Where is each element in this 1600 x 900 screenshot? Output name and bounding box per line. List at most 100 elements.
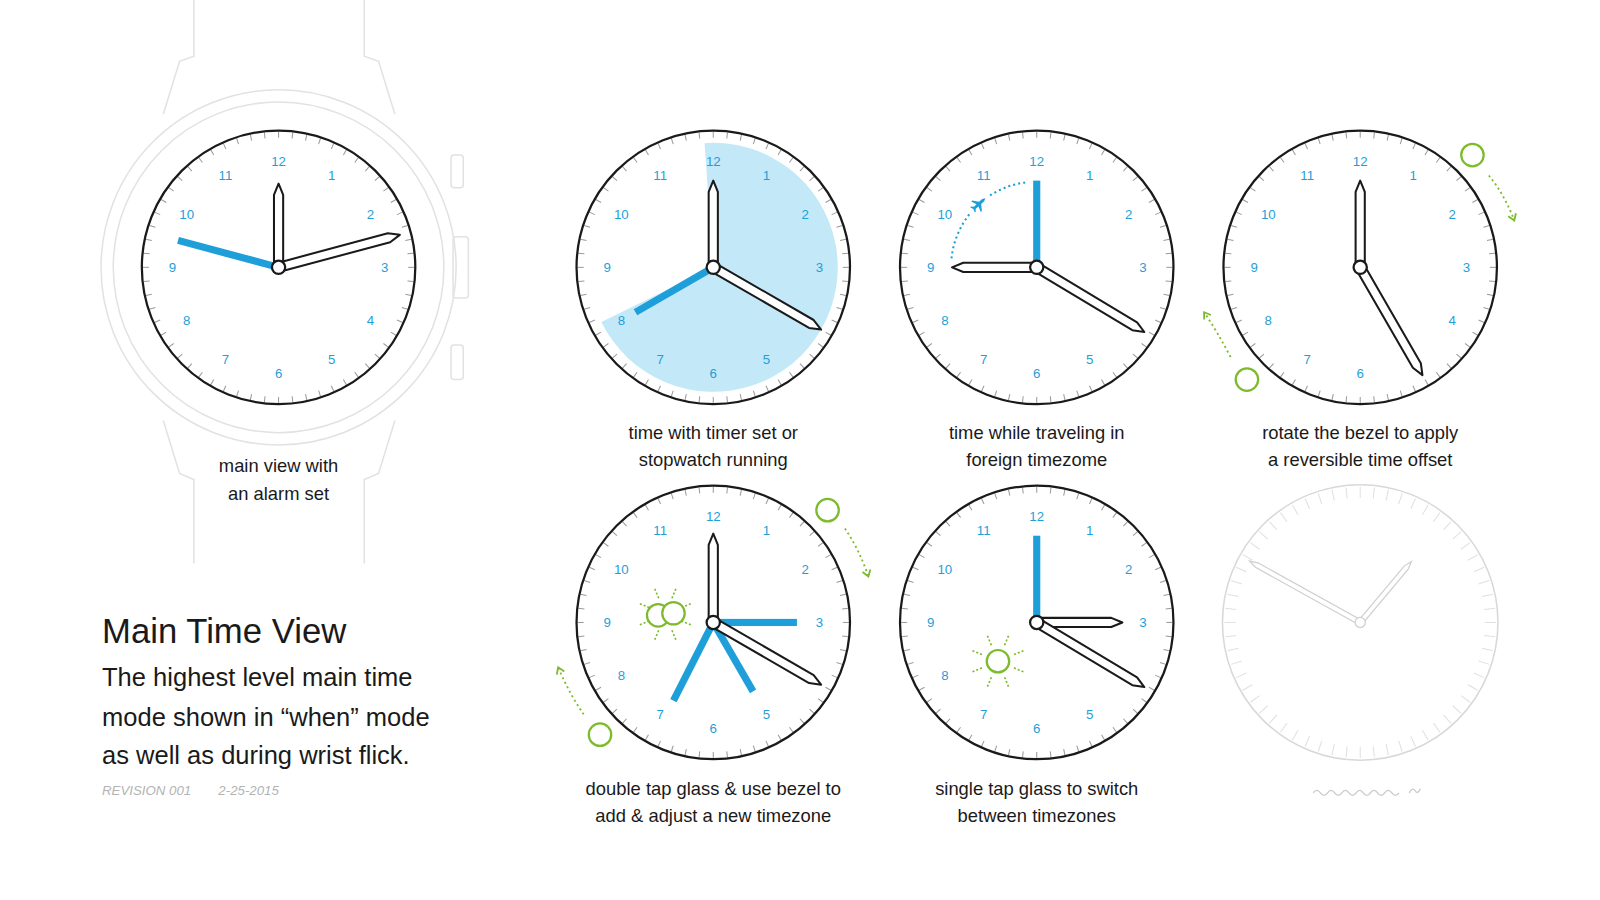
hour-numeral: 2 <box>367 208 374 221</box>
minute-tick <box>578 267 584 268</box>
hour-numeral: 8 <box>183 314 190 327</box>
minute-tick <box>402 307 408 309</box>
dial-art <box>143 132 414 403</box>
minute-tick <box>1318 391 1320 397</box>
minute-tick <box>726 751 728 757</box>
minute-tick <box>1332 135 1333 141</box>
minute-tick <box>1113 158 1117 163</box>
minute-tick <box>832 212 838 214</box>
minute-tick <box>1036 752 1037 758</box>
minute-tick <box>810 709 815 713</box>
tap-ray <box>681 621 691 625</box>
minute-tick <box>161 199 166 202</box>
minute-tick <box>818 344 823 348</box>
hour-numeral: 7 <box>980 708 987 721</box>
minute-tick <box>1479 320 1485 322</box>
minute-tick <box>800 166 804 171</box>
minute-tick <box>1133 177 1138 181</box>
dial-outline-svg <box>576 485 852 761</box>
minute-tick <box>1461 696 1470 703</box>
minute-tick <box>902 253 908 255</box>
minute-tick <box>919 555 924 558</box>
caption-text: time while traveling in foreign timezome <box>937 419 1136 474</box>
minute-tick <box>1036 487 1037 493</box>
minute-tick <box>1444 715 1452 723</box>
minute-tick <box>169 344 174 348</box>
minute-tick <box>1468 555 1478 561</box>
minute-tick <box>633 372 637 377</box>
minute-tick <box>144 253 150 255</box>
minute-tick <box>946 719 950 724</box>
watch-dial: 12123567891011 <box>576 130 852 406</box>
minute-tick <box>946 522 950 527</box>
minute-tick <box>789 158 793 163</box>
minute-tick <box>331 143 333 149</box>
travel-indicator <box>951 182 1027 258</box>
hand-hub <box>707 616 720 629</box>
minute-tick <box>969 380 972 385</box>
minute-tick <box>840 594 846 595</box>
hour-numeral: 12 <box>271 155 286 168</box>
minute-tick <box>919 332 924 335</box>
minute-tick <box>1269 364 1273 369</box>
minute-tick <box>1142 543 1147 547</box>
minute-tick <box>1225 280 1231 282</box>
watch-dial: 12123567891011 <box>899 130 1175 406</box>
minute-tick <box>818 543 823 547</box>
minute-tick <box>1305 386 1307 392</box>
minute-tick <box>1457 177 1462 181</box>
minute-tick <box>1009 749 1010 755</box>
minute-tick <box>645 150 648 155</box>
tap-ray <box>639 603 649 607</box>
minute-tick <box>1487 294 1493 295</box>
minute-tick <box>1250 188 1255 192</box>
dial-outline-svg <box>1222 130 1498 406</box>
minute-tick <box>1231 307 1237 309</box>
minute-tick <box>1050 396 1052 402</box>
caption-text: main view with an alarm set <box>213 453 344 508</box>
arrow-head <box>863 569 871 576</box>
minute-tick <box>355 158 359 163</box>
pusher <box>451 345 463 380</box>
minute-tick <box>936 532 941 536</box>
minute-tick <box>1292 730 1298 740</box>
minute-tick <box>842 635 848 637</box>
minute-tick <box>1089 386 1091 392</box>
minute-tick <box>969 150 972 155</box>
hour-numeral: 4 <box>1448 314 1455 327</box>
minute-tick <box>908 581 914 583</box>
minute-tick <box>306 135 307 141</box>
hour-numeral: 6 <box>275 367 282 380</box>
minute-tick <box>1483 307 1489 309</box>
minute-tick <box>1064 749 1065 755</box>
minute-tick <box>596 332 601 335</box>
minute-tick <box>1305 143 1307 149</box>
minute-tick <box>645 505 648 510</box>
minute-tick <box>837 307 843 309</box>
minute-tick <box>1479 661 1490 664</box>
arrow-head <box>557 667 565 674</box>
minute-tick <box>581 594 587 595</box>
minute-tick <box>789 372 793 377</box>
minute-tick <box>1479 581 1490 584</box>
minute-tick <box>407 280 413 282</box>
minute-tick <box>223 143 225 149</box>
hour-numeral: 10 <box>614 208 629 221</box>
minute-tick <box>1113 372 1117 377</box>
minute-tick <box>1227 594 1238 596</box>
minute-tick <box>161 332 166 335</box>
minute-tick <box>199 372 203 377</box>
minute-tick <box>391 332 396 335</box>
minute-tick <box>1224 622 1235 623</box>
minute-tick <box>612 709 617 713</box>
minute-tick <box>178 354 183 358</box>
minute-tick <box>1474 673 1484 678</box>
minute-tick <box>1102 735 1105 740</box>
minute-tick <box>603 188 608 192</box>
hour-numeral: 8 <box>941 314 948 327</box>
minute-tick <box>1400 391 1402 397</box>
minute-tick <box>1465 344 1470 348</box>
minute-tick <box>901 622 907 623</box>
crown <box>453 237 468 298</box>
minute-tick <box>919 687 924 690</box>
